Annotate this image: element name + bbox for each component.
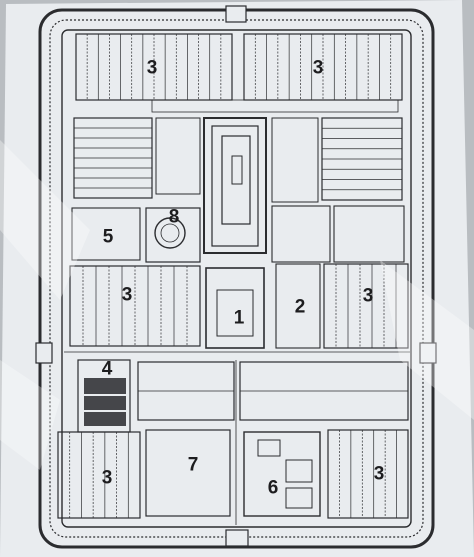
label-valetudinarium: 7 <box>187 454 199 476</box>
horreum-hall-1 <box>84 378 126 394</box>
valetudinarium-block <box>145 429 231 517</box>
barracks-south-right-block <box>327 429 409 519</box>
label-barracks-mid-right: 3 <box>362 285 374 307</box>
horreum-block <box>77 359 131 433</box>
label-barracks-south-right: 3 <box>373 463 385 485</box>
label-barracks-north-left: 3 <box>146 57 158 79</box>
horreum-hall-2 <box>84 396 126 410</box>
north-gate <box>225 5 247 23</box>
inner-wall <box>49 19 424 538</box>
barracks-mid-right-block <box>323 263 409 349</box>
fabrica-block <box>71 207 141 261</box>
west-gate <box>35 342 53 364</box>
label-bath-house: 8 <box>168 206 180 228</box>
building-blocks <box>57 33 409 519</box>
glare-bottom <box>0 360 60 470</box>
label-horreum: 4 <box>101 358 113 380</box>
thermae-room-3 <box>285 487 313 509</box>
label-fabrica: 5 <box>102 226 114 248</box>
horreum-hall-3 <box>84 412 126 426</box>
temple-building <box>221 135 251 225</box>
label-principia: 1 <box>233 307 245 329</box>
label-barracks-north-right: 3 <box>312 57 324 79</box>
label-barracks-mid-left: 3 <box>121 284 133 306</box>
label-barracks-south-left: 3 <box>101 467 113 489</box>
north-road-strip <box>151 99 399 113</box>
glare-right <box>380 260 474 420</box>
bath-round-room-inner <box>160 223 180 243</box>
glare-left <box>0 140 90 300</box>
principia-block <box>205 267 265 349</box>
label-praetorium: 2 <box>294 296 306 318</box>
east-mid-block-2 <box>333 205 405 263</box>
south-gate <box>225 529 249 547</box>
thermae-block <box>243 431 321 517</box>
rampart-line <box>61 29 412 528</box>
thermae-room-2 <box>285 459 313 483</box>
temple-enclosure-outer <box>203 117 267 254</box>
east-store <box>271 117 319 203</box>
bath-round-room <box>154 217 186 249</box>
principia-court <box>216 289 254 337</box>
east-mid-block-1 <box>271 205 331 263</box>
temple-enclosure-inner <box>211 125 259 247</box>
temple-cella <box>231 155 243 185</box>
label-thermae: 6 <box>267 477 279 499</box>
east-gate <box>419 342 437 364</box>
thermae-room-1 <box>257 439 281 457</box>
praetorium-block <box>275 263 321 349</box>
west-store <box>155 117 201 195</box>
bath-block <box>145 207 201 263</box>
